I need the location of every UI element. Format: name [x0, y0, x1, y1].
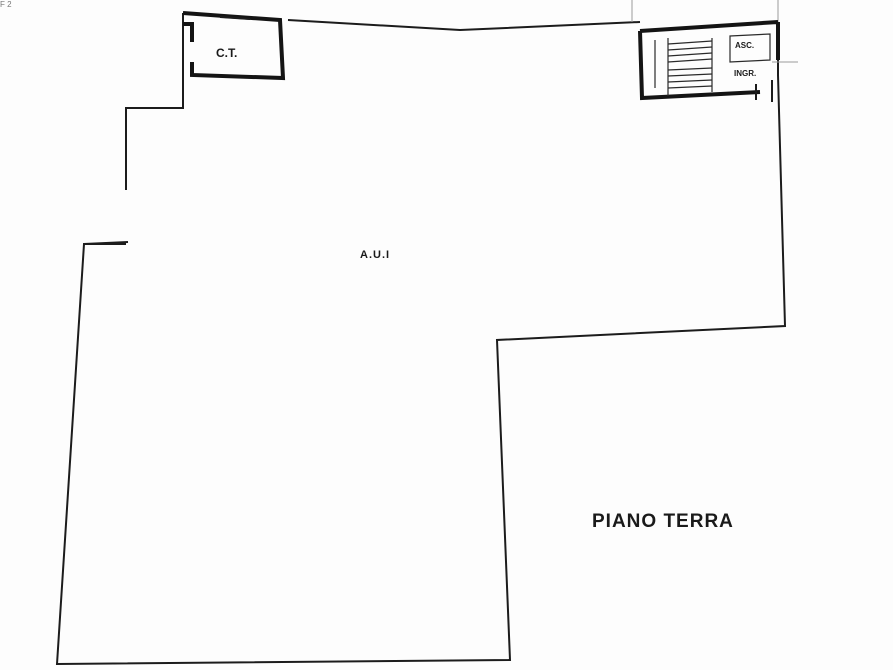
outer-wall: [55, 13, 787, 666]
lift-label: ASC.: [735, 41, 755, 50]
stair-block-wall: [638, 20, 780, 101]
area-label: A.U.I: [360, 249, 391, 261]
ct-room-label: C.T.: [216, 46, 238, 60]
entrance-label: INGR.: [734, 69, 757, 78]
construction-line: [631, 0, 779, 22]
corner-mark: F 2: [0, 0, 12, 9]
floor-title: PIANO TERRA: [592, 511, 734, 532]
ct-room-wall: [182, 11, 286, 81]
wall-stub: [83, 241, 129, 245]
stair-steps: [654, 33, 771, 96]
ct-room-door-jamb: [219, 16, 251, 20]
entrance-door-jamb: [755, 80, 773, 102]
